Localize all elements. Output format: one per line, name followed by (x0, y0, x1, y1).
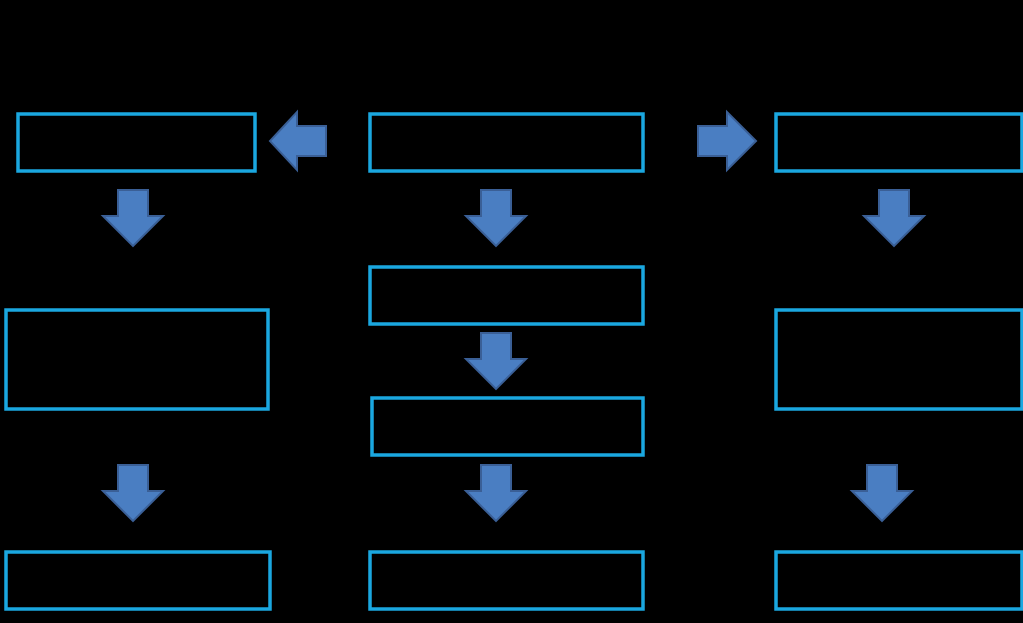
box-center-3 (370, 396, 645, 457)
box-right-3 (774, 550, 1023, 611)
box-right-1 (774, 112, 1023, 173)
arrow-down-icon (849, 464, 915, 523)
box-center-2 (368, 265, 645, 326)
arrow-down-icon (100, 189, 166, 248)
box-center-4 (368, 550, 645, 611)
arrow-down-icon (861, 189, 927, 248)
arrow-down-icon (463, 332, 529, 391)
arrow-down-icon (463, 189, 529, 248)
arrow-left-icon (268, 109, 327, 173)
arrow-down-icon (100, 464, 166, 523)
arrow-right-icon (697, 109, 758, 173)
arrow-down-icon (463, 464, 529, 523)
box-right-2 (774, 308, 1023, 411)
box-center-1 (368, 112, 645, 173)
box-left-1 (16, 112, 257, 173)
box-left-2 (4, 308, 270, 411)
box-left-3 (4, 550, 272, 611)
